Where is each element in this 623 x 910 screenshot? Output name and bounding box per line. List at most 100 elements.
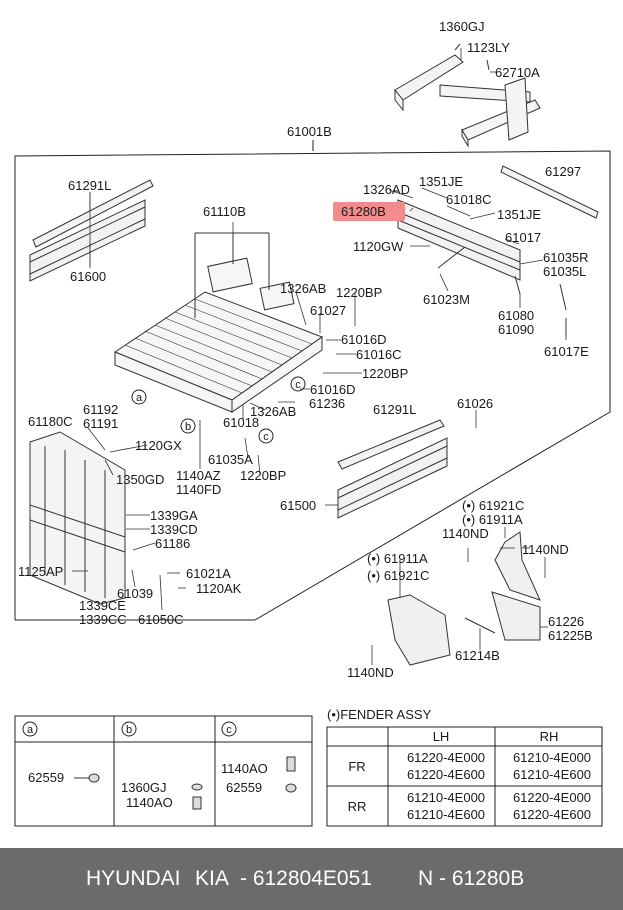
callout-a[interactable] bbox=[131, 389, 147, 405]
label-61921C-a[interactable]: (•) 61921C bbox=[462, 498, 524, 513]
label-1120GW[interactable]: 1120GW bbox=[353, 239, 404, 254]
label-61186[interactable]: 61186 bbox=[155, 536, 190, 551]
label-1351JE-a[interactable]: 1351JE bbox=[419, 174, 463, 189]
label-1351JE-b[interactable]: 1351JE bbox=[497, 207, 541, 222]
legend-key-b: b bbox=[126, 724, 132, 736]
label-61017E[interactable]: 61017E bbox=[544, 344, 589, 359]
label-61001B[interactable]: 61001B bbox=[287, 124, 332, 139]
callout-b[interactable] bbox=[180, 418, 196, 434]
label-61214B[interactable]: 61214B bbox=[455, 648, 500, 663]
label-1339GA[interactable]: 1339GA bbox=[150, 508, 198, 523]
label-61226[interactable]: 61226 bbox=[548, 614, 584, 629]
label-61016D-b[interactable]: 61016D bbox=[310, 382, 356, 397]
label-1140ND-c[interactable]: 1140ND bbox=[347, 665, 394, 680]
label-1360GJ[interactable]: 1360GJ bbox=[439, 19, 485, 34]
fender-rr-lh-1[interactable]: 61210-4E000 bbox=[407, 790, 485, 805]
label-61035A[interactable]: 61035A bbox=[208, 452, 253, 467]
callout-a-letter: a bbox=[136, 392, 143, 404]
label-61026[interactable]: 61026 bbox=[457, 396, 493, 411]
label-61236[interactable]: 61236 bbox=[309, 396, 345, 411]
legend-a-62559[interactable]: 62559 bbox=[28, 770, 64, 785]
fender-fr-rh-1[interactable]: 61210-4E000 bbox=[513, 750, 591, 765]
label-1339CD[interactable]: 1339CD bbox=[150, 522, 198, 537]
cargo-bed bbox=[113, 232, 324, 413]
fender-rr-rh-2[interactable]: 61220-4E600 bbox=[513, 807, 591, 822]
label-61911A-b[interactable]: (•) 61911A bbox=[367, 551, 428, 566]
label-61921C-b[interactable]: (•) 61921C bbox=[367, 568, 429, 583]
fender-rr-rh-1[interactable]: 61220-4E000 bbox=[513, 790, 591, 805]
label-1140AZ[interactable]: 1140AZ bbox=[176, 468, 221, 483]
label-61023M[interactable]: 61023M bbox=[423, 292, 470, 307]
label-1140ND-b[interactable]: 1140ND bbox=[522, 542, 569, 557]
label-61600[interactable]: 61600 bbox=[70, 269, 106, 284]
footer-part-number: - 612804E051 bbox=[240, 867, 372, 890]
fender-rr-lh-2[interactable]: 61210-4E600 bbox=[407, 807, 485, 822]
label-1140FD[interactable]: 1140FD bbox=[176, 482, 221, 497]
label-61016C[interactable]: 61016C bbox=[356, 347, 402, 362]
legend-c-1140AO[interactable]: 1140AO bbox=[221, 761, 268, 776]
part-labels: 1360GJ 1123LY 62710A 61001B 61291L 61600… bbox=[18, 19, 593, 680]
fender-col-rh: RH bbox=[540, 729, 559, 744]
callout-c[interactable] bbox=[258, 428, 274, 444]
label-1120GX[interactable]: 1120GX bbox=[135, 438, 182, 453]
label-1326AB-a[interactable]: 1326AB bbox=[280, 281, 326, 296]
label-62710A[interactable]: 62710A bbox=[495, 65, 540, 80]
legend-b-1140AO[interactable]: 1140AO bbox=[126, 795, 173, 810]
fender-parts bbox=[387, 531, 541, 666]
label-61018C[interactable]: 61018C bbox=[446, 192, 492, 207]
label-1123LY[interactable]: 1123LY bbox=[467, 40, 510, 55]
legend-key-a: a bbox=[27, 724, 34, 736]
label-1140ND-a[interactable]: 1140ND bbox=[442, 526, 489, 541]
fender-fr-lh-1[interactable]: 61220-4E000 bbox=[407, 750, 485, 765]
label-61090[interactable]: 61090 bbox=[498, 322, 534, 337]
fender-fr-rh-2[interactable]: 61210-4E600 bbox=[513, 767, 591, 782]
label-61027[interactable]: 61027 bbox=[310, 303, 346, 318]
label-1339CE[interactable]: 1339CE bbox=[79, 598, 126, 613]
callout-letters: a b c c bbox=[136, 379, 301, 443]
callout-c-2[interactable] bbox=[290, 376, 306, 392]
leader-lines bbox=[72, 48, 567, 665]
label-61080[interactable]: 61080 bbox=[498, 308, 534, 323]
label-61035L[interactable]: 61035L bbox=[543, 264, 586, 279]
front-guard bbox=[29, 431, 126, 605]
label-61035R[interactable]: 61035R bbox=[543, 250, 589, 265]
footer-brand-2: KIA bbox=[195, 867, 229, 890]
label-1220BP-a[interactable]: 1220BP bbox=[336, 285, 382, 300]
fender-row-rr: RR bbox=[348, 799, 367, 814]
label-61291L-top[interactable]: 61291L bbox=[68, 178, 111, 193]
label-1125AP[interactable]: 1125AP bbox=[18, 564, 63, 579]
label-61039[interactable]: 61039 bbox=[117, 586, 153, 601]
label-1120AK[interactable]: 1120AK bbox=[196, 581, 242, 596]
label-61280B[interactable]: 61280B bbox=[341, 204, 386, 219]
label-1326AB-b[interactable]: 1326AB bbox=[250, 404, 296, 419]
label-61016D-a[interactable]: 61016D bbox=[341, 332, 387, 347]
legend-c-62559[interactable]: 62559 bbox=[226, 780, 262, 795]
label-61911A-a[interactable]: (•) 61911A bbox=[462, 512, 523, 527]
label-61500[interactable]: 61500 bbox=[280, 498, 316, 513]
side-rail-top bbox=[29, 179, 154, 282]
label-1350GD[interactable]: 1350GD bbox=[116, 472, 164, 487]
label-1339CC[interactable]: 1339CC bbox=[79, 612, 127, 627]
callout-c-letter: c bbox=[263, 431, 269, 443]
fender-row-fr: FR bbox=[348, 759, 365, 774]
label-61225B[interactable]: 61225B bbox=[548, 628, 593, 643]
label-61110B[interactable]: 61110B bbox=[203, 204, 246, 219]
mounting-bracket bbox=[394, 43, 541, 148]
assembly-frame bbox=[14, 140, 611, 621]
legend-table: a b c 62559 1360GJ 1140AO 1140AO 62559 bbox=[14, 715, 313, 827]
label-61180C[interactable]: 61180C bbox=[28, 414, 73, 429]
label-61017[interactable]: 61017 bbox=[505, 230, 541, 245]
label-61192[interactable]: 61192 bbox=[83, 402, 118, 417]
label-61050C[interactable]: 61050C bbox=[138, 612, 184, 627]
label-1220BP-b[interactable]: 1220BP bbox=[362, 366, 408, 381]
label-61021A[interactable]: 61021A bbox=[186, 566, 231, 581]
label-61291L-mid[interactable]: 61291L bbox=[373, 402, 416, 417]
label-61297[interactable]: 61297 bbox=[545, 164, 581, 179]
label-1326AD[interactable]: 1326AD bbox=[363, 182, 410, 197]
label-1220BP-c[interactable]: 1220BP bbox=[240, 468, 286, 483]
callouts bbox=[131, 376, 306, 444]
fender-fr-lh-2[interactable]: 61220-4E600 bbox=[407, 767, 485, 782]
label-61018[interactable]: 61018 bbox=[223, 415, 259, 430]
label-61191[interactable]: 61191 bbox=[83, 416, 118, 431]
legend-b-1360GJ[interactable]: 1360GJ bbox=[121, 780, 167, 795]
